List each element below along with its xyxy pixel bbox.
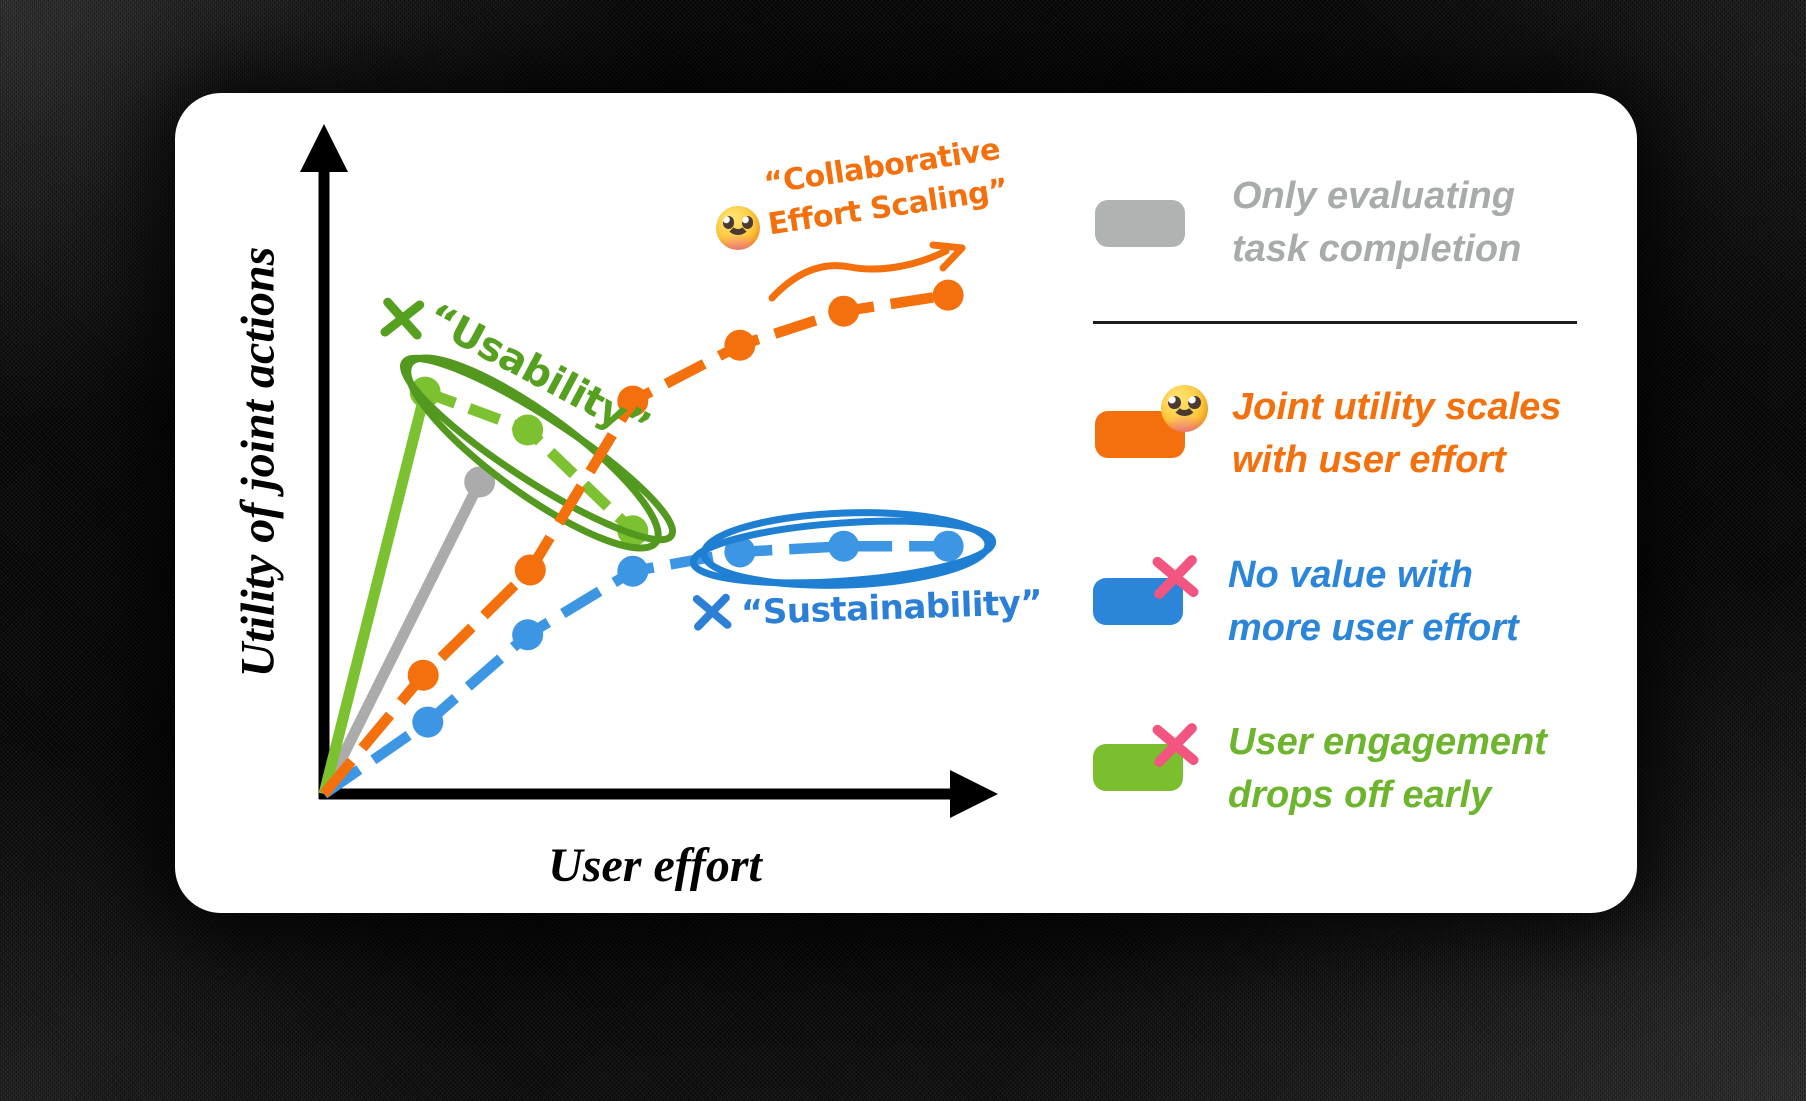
legend-label-line: drops off early — [1228, 774, 1492, 816]
legend-label-line: task completion — [1232, 228, 1522, 270]
y-axis-label: Utility of joint actions — [231, 246, 285, 678]
emoji-mouth — [1171, 392, 1198, 417]
legend-label-line: User engagement — [1228, 721, 1547, 763]
x-axis-label: User effort — [548, 839, 762, 892]
legend-label-line: with user effort — [1232, 439, 1506, 481]
legend-label-line: Only evaluating — [1232, 175, 1515, 217]
x-mark-icon — [1150, 551, 1202, 603]
legend-label-no-value: No value with more user effort — [1228, 549, 1519, 655]
emoji-mouth — [726, 212, 750, 236]
sustainability-x-mark — [690, 590, 734, 634]
legend-label-line: Joint utility scales — [1232, 386, 1562, 428]
legend-label-task-completion: Only evaluating task completion — [1232, 170, 1521, 276]
legend-label-line: more user effort — [1228, 607, 1519, 649]
legend-divider — [1093, 321, 1577, 324]
slightly-smiling-face-emoji — [716, 206, 760, 250]
legend-label-line: No value with — [1228, 554, 1473, 596]
x-mark-icon — [1150, 719, 1202, 771]
legend-swatch-gray — [1095, 200, 1185, 247]
legend-label-engagement: User engagement drops off early — [1228, 716, 1547, 822]
legend-label-joint-utility: Joint utility scales with user effort — [1232, 381, 1561, 487]
smiling-face-emoji — [1161, 385, 1208, 432]
usability-x-mark — [375, 291, 429, 345]
